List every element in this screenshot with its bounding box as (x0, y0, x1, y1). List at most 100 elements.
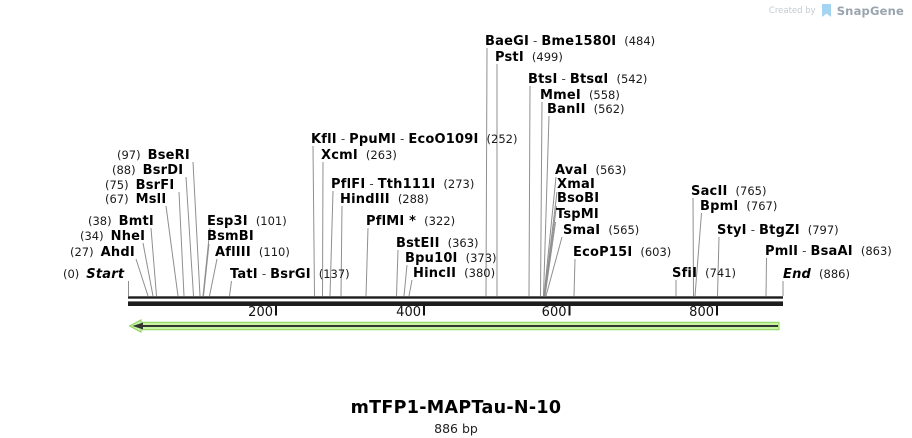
enzyme-name: BanII (547, 102, 586, 117)
enzyme-label-bsmbi: BsmBI (207, 230, 254, 244)
watermark-brand-label: SnapGene (836, 4, 904, 18)
leader-line-bmti (150, 227, 157, 297)
name-separator: - (369, 177, 374, 191)
enzyme-name: XmaI (557, 177, 595, 192)
sequence-line-thick (128, 301, 783, 306)
watermark-created-by-label: Created by (768, 6, 816, 16)
enzyme-name: End (783, 267, 812, 282)
leader-line-pmli-bsaai (765, 257, 767, 297)
enzyme-label-bsteii: BstEII (363) (396, 236, 479, 251)
enzyme-label-baegi-bme1580i: BaeGI-Bme1580I(484) (485, 34, 655, 49)
enzyme-label-esp3i: Esp3I (101) (207, 214, 287, 229)
enzyme-name: BmtI (118, 214, 154, 229)
enzyme-name: Tth111I (377, 177, 436, 192)
leader-line-baegi-bme1580i (485, 47, 488, 297)
site-position: (263) (365, 148, 397, 162)
enzyme-name: StyI (717, 223, 747, 238)
enzyme-name: Bme1580I (541, 34, 617, 49)
snapgene-flag-icon (821, 4, 831, 17)
site-position: (34) (80, 229, 104, 243)
enzyme-name: Esp3I (207, 214, 248, 229)
leader-line-ahdi (135, 258, 149, 297)
leader-line-bsobi (544, 205, 557, 297)
leader-line-avai (543, 176, 557, 297)
site-position: (97) (117, 148, 141, 162)
enzyme-name: PstI (495, 50, 524, 65)
leader-line-xcmi (322, 161, 324, 297)
enzyme-name: BtsαI (569, 72, 609, 87)
enzyme-name: XcmI (321, 148, 358, 163)
site-position: (67) (105, 192, 129, 206)
enzyme-label-xcmi: XcmI (263) (321, 148, 397, 163)
site-position: (562) (593, 102, 625, 116)
enzyme-name: BsoBI (557, 191, 600, 206)
enzyme-label-kfli-ppumi-ecoo109i: KflI-PpuMI-EcoO109I(252) (311, 132, 517, 147)
enzyme-name: BtsI (528, 72, 558, 87)
enzyme-label-ecop15i: EcoP15I(603) (573, 245, 671, 260)
enzyme-name: MslI (135, 192, 167, 207)
site-position: (101) (255, 214, 287, 228)
leader-line-tati-bsrgi (229, 280, 232, 297)
enzyme-name: BsrGI (270, 267, 311, 282)
leader-line-bpu10i (403, 264, 408, 297)
site-position: (27) (70, 245, 94, 259)
site-position: (863) (860, 244, 892, 258)
enzyme-name: MmeI (540, 88, 581, 103)
site-position: (484) (624, 34, 656, 48)
enzyme-label-bpu10i: Bpu10I(373) (405, 251, 497, 266)
leader-line-smai (545, 236, 563, 297)
map-length-label: 886 bp (434, 421, 478, 436)
enzyme-name: BsrFI (135, 178, 175, 193)
enzyme-name: NheI (110, 229, 146, 244)
enzyme-label-msli: (67) MslI (105, 192, 166, 207)
site-position: (252) (486, 132, 518, 146)
site-position: (363) (447, 236, 479, 250)
site-position: (565) (608, 223, 640, 237)
enzyme-label-xmai: XmaI (557, 178, 595, 192)
enzyme-label-tspmi: TspMI (556, 208, 599, 222)
enzyme-name: EcoO109I (408, 132, 479, 147)
leader-line-esp3i (202, 227, 211, 297)
enzyme-name: AvaI (555, 163, 588, 178)
enzyme-label-ahdi: (27)AhdI (70, 245, 135, 260)
enzyme-name: TatI (230, 267, 258, 282)
leader-line-sacii (692, 197, 694, 297)
enzyme-name: SmaI (563, 223, 601, 238)
enzyme-name: KflI (311, 132, 337, 147)
enzyme-label-mmei: MmeI (558) (540, 88, 620, 103)
leader-line-hindiii (340, 205, 343, 297)
site-position: (110) (258, 245, 290, 259)
enzyme-label-bsrdi: (88)BsrDI (112, 163, 183, 178)
enzyme-label-banii: BanII (562) (547, 102, 625, 117)
enzyme-name: Bpu10I (405, 251, 458, 266)
enzyme-name: HindIII (340, 192, 390, 207)
enzyme-name: BaeGI (485, 34, 530, 49)
name-separator: - (340, 132, 346, 146)
leader-line-btsi-btsai (528, 85, 531, 297)
enzyme-name: BstEII (396, 236, 440, 251)
enzyme-name: BsaAI (810, 244, 853, 259)
site-position: (38) (88, 214, 112, 228)
enzyme-name: BtgZI (759, 223, 800, 238)
leader-line-afliii (209, 258, 218, 297)
name-separator: - (802, 244, 807, 258)
enzyme-name: BsmBI (207, 229, 254, 244)
site-position: (886) (819, 267, 850, 281)
name-separator: - (261, 267, 267, 281)
site-position: (741) (705, 266, 737, 280)
ruler-tick-label-400: 400 (396, 305, 421, 320)
enzyme-name: SacII (691, 184, 728, 199)
enzyme-name: BsrDI (142, 163, 184, 178)
ruler-tick-label-200: 200 (248, 305, 273, 320)
sequence-line-thin (128, 296, 783, 299)
enzyme-label-bsobi: BsoBI (557, 192, 599, 206)
leader-line-bsteii (396, 249, 399, 297)
site-position: (558) (588, 88, 620, 102)
name-separator: - (400, 132, 405, 146)
leader-line-hincii (408, 279, 413, 297)
enzyme-name: TspMI (556, 207, 599, 222)
name-separator: - (561, 72, 566, 86)
site-position: (0) (63, 267, 80, 281)
enzyme-label-bsrfi: (75)BsrFI (105, 178, 174, 193)
